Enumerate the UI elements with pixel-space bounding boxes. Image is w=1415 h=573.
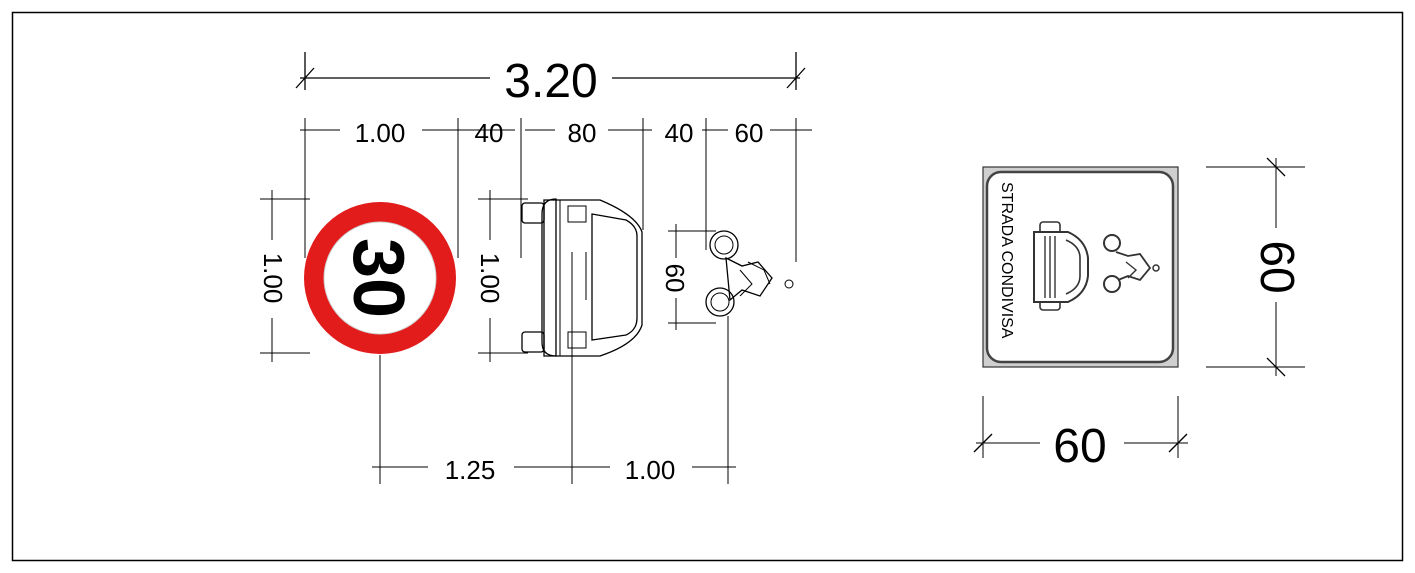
overall-width-dimension: 3.20	[295, 52, 806, 108]
sign-white-disc	[323, 221, 437, 335]
segment-label-gap-1: 40	[475, 118, 504, 148]
car-height-label: 1.00	[475, 253, 505, 304]
segment-label-gap-2: 40	[665, 118, 694, 148]
shared-sign-height-label: 60	[1250, 240, 1303, 293]
drawing-frame	[11, 11, 1404, 562]
segment-label-sign: 1.00	[355, 118, 406, 148]
shared-sign-height-dimension: 60	[1206, 157, 1305, 377]
segment-label-car: 80	[568, 118, 597, 148]
sign-height-label: 1.00	[258, 253, 288, 304]
car-to-bike-label: 1.00	[625, 455, 676, 485]
overall-width-label: 3.20	[504, 55, 597, 108]
bike-pictogram	[1103, 234, 1160, 293]
top-segment-dimensions: 1.00 40 80 40 60	[300, 118, 812, 262]
bike-width-label: 60	[660, 264, 690, 293]
bike-width-dimension: 60	[660, 224, 716, 330]
bottom-spacing-dimensions: 1.25 1.00	[372, 300, 736, 485]
car-height-dimension: 1.00	[475, 190, 528, 362]
speed-limit-number: 30	[338, 238, 418, 318]
sign-height-dimension: 1.00	[258, 190, 310, 362]
sign-to-car-label: 1.25	[445, 455, 496, 485]
shared-road-sign: STRADA CONDIVISA	[982, 166, 1179, 368]
bicycle-top-view	[705, 230, 794, 317]
shared-sign-text: STRADA CONDIVISA	[998, 182, 1015, 339]
shared-sign-width-label: 60	[1053, 420, 1106, 473]
speed-limit-sign: 30	[304, 202, 456, 354]
car-top-view	[521, 198, 643, 357]
car-pictogram	[1033, 221, 1089, 311]
segment-label-bike: 60	[735, 118, 764, 148]
shared-sign-width-dimension: 60	[973, 396, 1188, 473]
